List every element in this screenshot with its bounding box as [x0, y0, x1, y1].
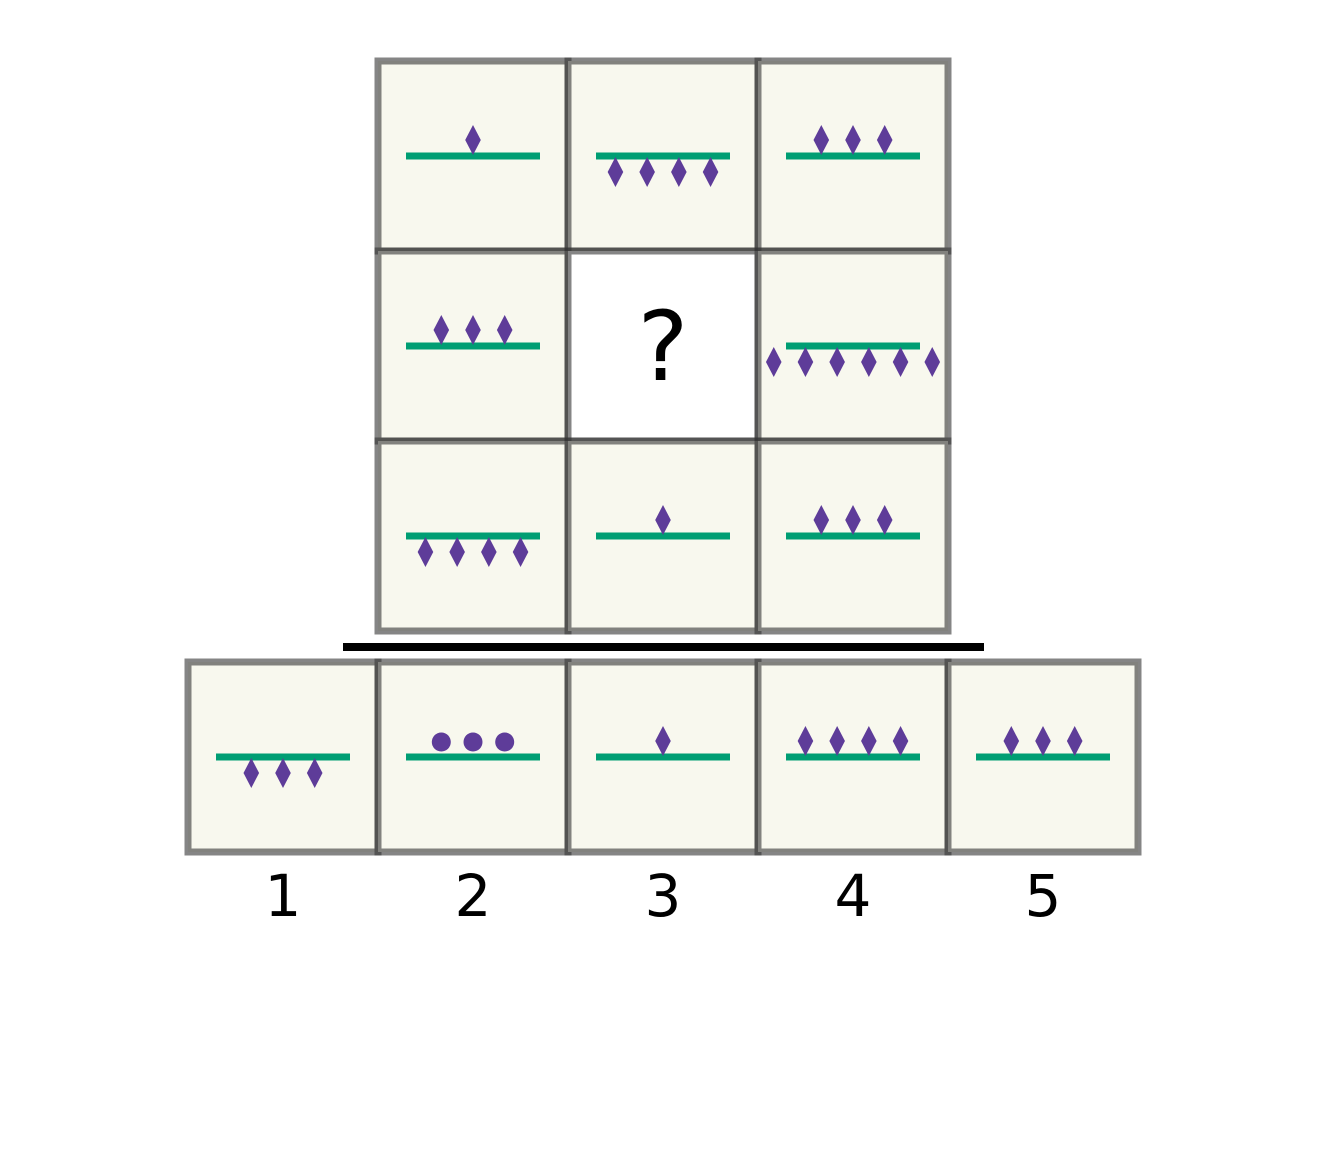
answer-label[interactable]: 2	[455, 862, 492, 930]
diamond-icon	[702, 157, 719, 187]
question-mark: ?	[638, 291, 689, 403]
circle-icon	[495, 732, 515, 752]
diamond-icon	[829, 726, 845, 756]
diamond-icon	[829, 347, 845, 377]
answer-label[interactable]: 4	[835, 862, 872, 930]
answer-label[interactable]: 1	[265, 862, 302, 930]
answer-option-1[interactable]: 1	[184, 658, 382, 930]
diamond-icon	[924, 347, 941, 377]
diamond-icon	[861, 347, 877, 377]
answer-label[interactable]: 5	[1025, 862, 1062, 930]
diamond-icon	[275, 758, 291, 788]
diamond-icon	[1003, 726, 1020, 756]
diamond-icon	[813, 505, 830, 535]
diamond-icon	[449, 537, 465, 567]
diamond-icon	[465, 125, 481, 155]
diamond-icon	[481, 537, 497, 567]
missing-cell: ?	[564, 247, 762, 445]
answer-cell	[754, 658, 952, 856]
diamond-icon	[813, 125, 830, 155]
diamond-icon	[876, 505, 893, 535]
diamond-icon	[892, 347, 909, 377]
answer-label[interactable]: 3	[645, 862, 682, 930]
answer-options: 1 2 3 4 5	[184, 658, 1142, 930]
diamond-icon	[655, 726, 671, 756]
diamond-icon	[861, 726, 877, 756]
answer-option-2[interactable]: 2	[374, 658, 572, 930]
diamond-icon	[797, 347, 814, 377]
cell-frame	[564, 247, 762, 445]
diamond-icon	[465, 315, 481, 345]
grid-cell	[374, 57, 572, 255]
answer-cell	[564, 658, 762, 856]
diamond-icon	[655, 505, 671, 535]
diamond-icon	[1066, 726, 1083, 756]
answer-cell	[374, 658, 572, 856]
diamond-icon	[671, 157, 687, 187]
grid-cell	[754, 247, 952, 445]
diamond-icon	[845, 505, 861, 535]
diamond-icon	[876, 125, 893, 155]
puzzle-grid: ?	[374, 57, 952, 635]
grid-cell	[374, 247, 572, 445]
diamond-icon	[1035, 726, 1051, 756]
grid-cell	[754, 437, 952, 635]
answer-option-4[interactable]: 4	[754, 658, 952, 930]
diamond-icon	[512, 537, 529, 567]
diamond-icon	[607, 157, 624, 187]
diamond-icon	[417, 537, 434, 567]
diamond-icon	[496, 315, 513, 345]
diamond-icon	[797, 726, 814, 756]
answer-cell	[944, 658, 1142, 856]
answer-option-3[interactable]: 3	[564, 658, 762, 930]
answer-option-5[interactable]: 5	[944, 658, 1142, 930]
diamond-icon	[845, 125, 861, 155]
grid-cell	[564, 437, 762, 635]
circle-icon	[463, 732, 483, 752]
diamond-icon	[639, 157, 655, 187]
diamond-icon	[433, 315, 450, 345]
circle-icon	[431, 732, 451, 752]
grid-cell	[754, 57, 952, 255]
diamond-icon	[243, 758, 260, 788]
diamond-icon	[892, 726, 909, 756]
diamond-icon	[765, 347, 782, 377]
grid-cell	[564, 57, 762, 255]
diamond-icon	[306, 758, 323, 788]
answer-cell	[184, 658, 382, 856]
grid-cell	[374, 437, 572, 635]
